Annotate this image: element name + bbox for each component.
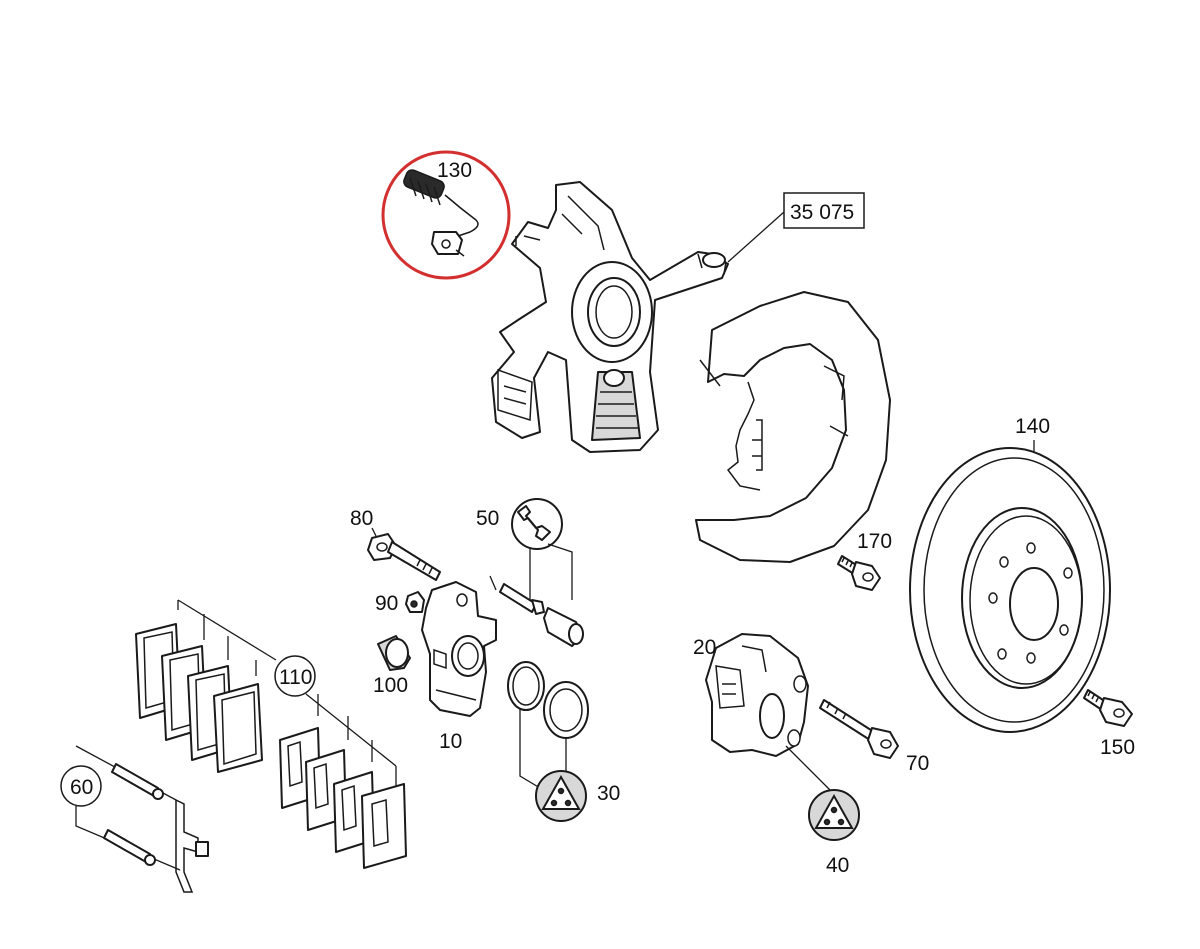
shims-drawing — [279, 727, 407, 869]
brake-pads-part-110[interactable]: 110 — [135, 599, 407, 869]
guide-bolts-drawing — [499, 583, 584, 647]
steering-knuckle — [491, 181, 729, 453]
bleeder-90-drawing — [405, 591, 425, 613]
grease-icon — [808, 789, 860, 841]
bolt-part-80[interactable]: 80 — [350, 507, 441, 581]
caliper-20-drawing — [705, 633, 809, 757]
grease-icon-30 — [535, 770, 587, 822]
leader-110-bottom — [305, 693, 397, 786]
cap-part-100[interactable]: 100 — [373, 635, 411, 697]
bolt-70-drawing — [819, 699, 899, 759]
leader-40 — [785, 745, 831, 791]
caliper-10-drawing — [421, 581, 497, 717]
brake-pads-drawing — [135, 623, 263, 773]
cap-100-drawing — [377, 635, 411, 671]
label-50: 50 — [476, 507, 499, 530]
leader-80 — [371, 527, 377, 537]
bolt-part-150[interactable]: 150 — [1083, 689, 1135, 759]
reference-35075[interactable]: 35 075 — [727, 192, 865, 263]
label-150: 150 — [1100, 736, 1135, 759]
reference-leader — [727, 211, 785, 263]
label-20: 20 — [693, 636, 716, 659]
dust-shield — [695, 291, 891, 563]
bolt-part-170[interactable]: 170 — [837, 530, 892, 591]
label-30: 30 — [597, 782, 620, 805]
seals-part-30[interactable]: 30 — [507, 661, 620, 822]
reference-label: 35 075 — [790, 201, 854, 224]
grease-part-40[interactable]: 40 — [785, 745, 860, 877]
bleeder-part-90[interactable]: 90 — [375, 591, 425, 615]
label-80: 80 — [350, 507, 373, 530]
wrench-icon — [511, 498, 563, 550]
label-60-marker: 60 — [60, 765, 102, 807]
caliper-part-10[interactable]: 10 — [421, 581, 497, 753]
pins-part-60[interactable]: 60 — [60, 745, 209, 893]
reference-box — [783, 192, 865, 229]
label-130: 130 — [437, 159, 472, 182]
bolt-80-drawing — [367, 533, 441, 581]
seals-30-drawing — [507, 661, 589, 739]
label-10: 10 — [439, 730, 462, 753]
label-110: 110 — [279, 666, 312, 689]
caliper-part-20[interactable]: 20 — [693, 633, 809, 757]
label-60: 60 — [70, 776, 93, 799]
brake-disc-part-140[interactable]: 140 — [909, 415, 1111, 733]
leader-50 — [489, 543, 573, 606]
leader-30 — [519, 708, 567, 789]
label-100: 100 — [373, 674, 408, 697]
bolt-170-drawing — [837, 555, 881, 591]
bolt-part-70[interactable]: 70 — [819, 699, 929, 775]
bolt-150-drawing — [1083, 689, 1133, 727]
wear-sensor-drawing — [403, 169, 479, 257]
label-90: 90 — [375, 592, 398, 615]
highlight-circle — [381, 150, 511, 280]
label-40: 40 — [826, 854, 849, 877]
brake-disc-drawing — [909, 447, 1111, 733]
wear-sensor-part-130[interactable]: 130 — [381, 150, 511, 280]
guide-bolts-part-50[interactable]: 50 — [476, 498, 584, 647]
label-110-marker: 110 — [274, 655, 316, 697]
label-170: 170 — [857, 530, 892, 553]
label-140: 140 — [1015, 415, 1050, 438]
leader-110-top — [177, 599, 277, 676]
label-70: 70 — [906, 752, 929, 775]
pins-drawing — [103, 763, 209, 893]
